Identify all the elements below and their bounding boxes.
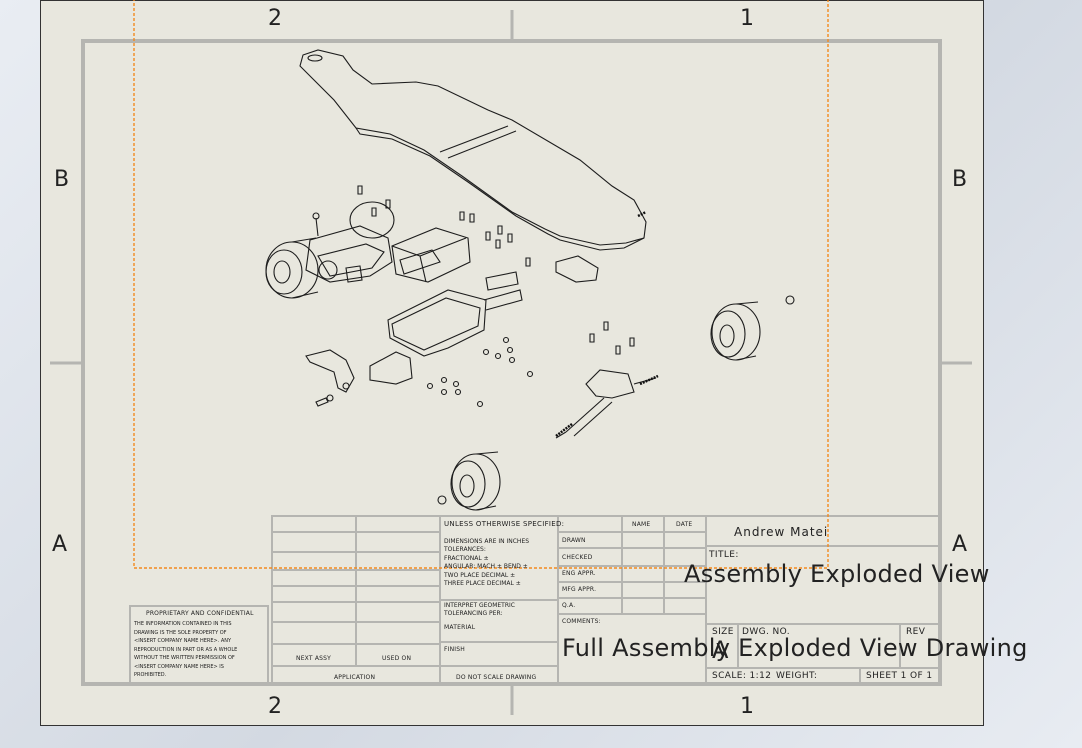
- title-block-grid: [129, 515, 941, 685]
- nuts: [426, 336, 534, 408]
- drawing-title[interactable]: Assembly Exploded View: [684, 560, 990, 588]
- rear-wheel-left: [265, 237, 319, 299]
- zone-label-left-b: B: [54, 167, 70, 192]
- rev-label: REV: [906, 627, 926, 637]
- left-bracket: [305, 349, 355, 407]
- mfg-appr-row-label: MFG APPR.: [562, 586, 597, 593]
- date-column-header: DATE: [676, 521, 693, 528]
- company-name: Andrew Matei: [734, 525, 829, 539]
- title-label: TITLE:: [709, 550, 739, 560]
- chassis-slot: [307, 54, 323, 62]
- dwg-no-label: DWG. NO.: [742, 627, 791, 637]
- zone-ticks: [50, 10, 972, 715]
- battery-pack: [391, 227, 471, 283]
- zone-label-right-a: A: [952, 532, 968, 557]
- weight-label: WEIGHT:: [776, 671, 818, 681]
- front-wheel-right: [710, 301, 761, 361]
- exploded-assembly-view: [265, 49, 795, 511]
- next-assy-label: NEXT ASSY: [296, 655, 332, 662]
- wheel-nut-2: [437, 495, 447, 505]
- rear-mount: [555, 255, 599, 283]
- zone-label-bottom-right: 1: [740, 694, 754, 719]
- tolerance-lines: DIMENSIONS ARE IN INCHES TOLERANCES: FRA…: [444, 538, 530, 588]
- zone-label-bottom-left: 2: [268, 694, 282, 719]
- name-column-header: NAME: [632, 521, 651, 528]
- front-axle: [555, 369, 657, 439]
- checked-row-label: CHECKED: [562, 554, 593, 561]
- drawn-row-label: DRAWN: [562, 537, 586, 544]
- springs: [555, 210, 659, 437]
- application-label: APPLICATION: [334, 674, 376, 681]
- zone-label-left-a: A: [52, 532, 68, 557]
- zone-label-top-right: 1: [740, 6, 754, 31]
- size-value: A: [712, 636, 729, 664]
- zone-label-top-left: 2: [268, 6, 282, 31]
- material-label: MATERIAL: [444, 624, 476, 631]
- scale-label: SCALE: 1:12: [712, 671, 772, 681]
- wheel-nut: [785, 295, 795, 305]
- comments-label: COMMENTS:: [562, 618, 601, 625]
- finish-label: FINISH: [444, 646, 465, 653]
- drawing-number[interactable]: Full Assembly Exploded View Drawing: [562, 634, 1028, 662]
- selection-box: [133, 0, 829, 569]
- proprietary-header: PROPRIETARY AND CONFIDENTIAL: [146, 610, 254, 617]
- center-tray: [369, 271, 523, 385]
- used-on-label: USED ON: [382, 655, 412, 662]
- chassis-edge: [355, 127, 645, 251]
- do-not-scale-label: DO NOT SCALE DRAWING: [456, 674, 537, 681]
- front-wheel-left: [450, 451, 501, 511]
- eng-appr-row-label: ENG APPR.: [562, 570, 596, 577]
- zone-label-right-b: B: [952, 167, 968, 192]
- sheet-label: SHEET 1 OF 1: [866, 671, 933, 681]
- size-label: SIZE: [712, 627, 734, 637]
- interpret-tolerancing: INTERPRET GEOMETRIC TOLERANCING PER:: [444, 602, 515, 618]
- rear-gearbox: [305, 201, 395, 283]
- screws-top: [357, 185, 635, 355]
- tolerance-header: UNLESS OTHERWISE SPECIFIED:: [444, 520, 565, 528]
- qa-row-label: Q.A.: [562, 602, 576, 609]
- proprietary-text: THE INFORMATION CONTAINED IN THIS DRAWIN…: [134, 621, 238, 678]
